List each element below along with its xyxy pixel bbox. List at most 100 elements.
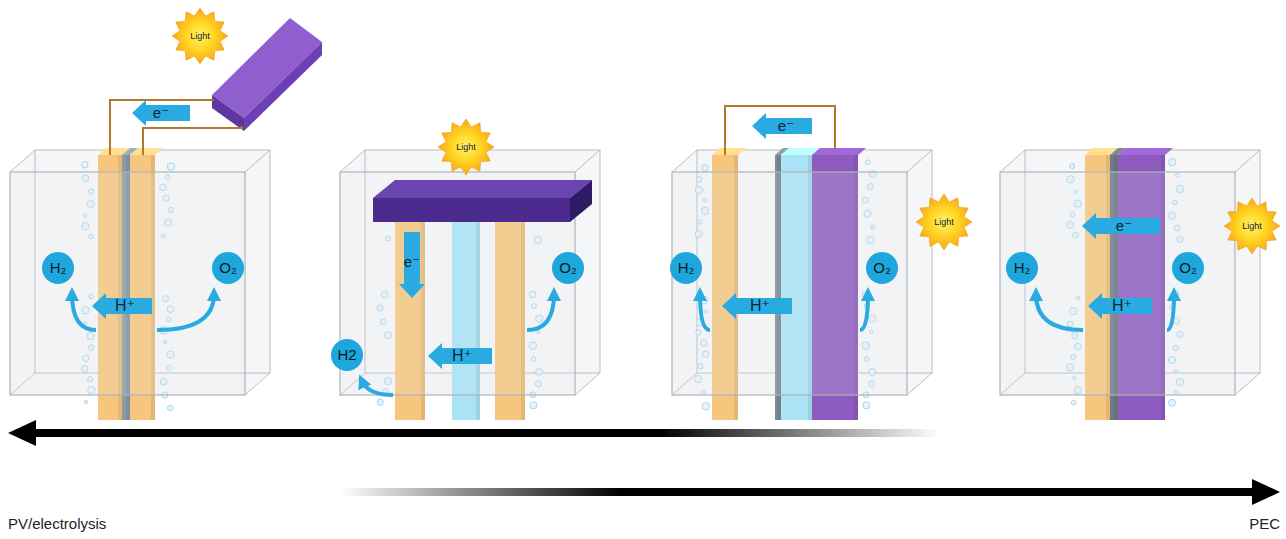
gas-label: H₂ [678,259,695,276]
light-star: Light [172,8,228,64]
tank-front-edge [672,172,907,395]
curved-arrow [860,294,868,330]
tank-back [340,150,600,395]
light-label: Light [190,31,210,41]
electrode-top [712,148,746,155]
gas-label: O₂ [1179,259,1197,276]
proton-label: H⁺ [115,297,135,315]
gas-label: O₂ [873,259,891,276]
tank-front-edge [10,172,245,395]
wire [143,126,242,155]
tank-edge [340,150,365,172]
gas-circle: H₂ [1006,252,1038,284]
flow-arrow [752,113,812,139]
tank-edge [907,373,932,395]
gas-bubble [168,405,174,411]
light-star: Light [916,194,972,250]
curved-arrow [700,294,710,330]
star-outline [172,8,228,64]
gas-label: O₂ [559,259,577,276]
gas-bubble [863,402,870,409]
cell-panel [340,150,600,420]
light-label: Light [456,142,476,152]
electron-label: e⁻ [778,117,794,134]
gas-circle: H₂ [670,252,702,284]
light-label: Light [934,217,954,227]
flow-arrow [399,232,425,298]
star-outline [1224,198,1280,254]
tank-back [10,150,270,395]
proton-label: H⁺ [1112,297,1132,315]
star-outline [916,194,972,250]
gas-circle: O₂ [1172,252,1204,284]
absorber-top [373,180,592,198]
curved-arrow [362,381,393,395]
curved-arrow [1167,294,1174,330]
tank-back [1000,150,1260,395]
proton-label: H⁺ [452,347,472,365]
gas-bubble [167,163,174,170]
gas-circle: H₂ [42,252,74,284]
tank-edge [245,373,270,395]
gas-circle: O₂ [212,252,244,284]
axis-end-label: PV/electrolysis [8,515,106,532]
curved-arrow [527,294,554,330]
flow-arrow [428,343,492,369]
gas-bubble [1169,159,1176,166]
gas-bubble [702,402,710,410]
tank-edge [1000,150,1025,172]
absorber-front [373,198,570,222]
flow-arrow [132,100,190,126]
tank-edge [672,150,697,172]
tank-edge [1235,373,1260,395]
gas-bubble [377,399,383,405]
gas-bubble [1168,399,1175,406]
trend-arrowhead [1252,479,1280,505]
gas-bubble [81,161,88,168]
flow-arrow [1088,293,1152,319]
light-star: Light [1224,198,1280,254]
tank-edge [10,150,35,172]
wire [725,106,835,155]
trend-arrow-shaft [340,488,1256,496]
light-star: Light [438,119,494,175]
cell-panel [1000,148,1260,420]
pv-module-side [244,42,322,131]
electron-label: e⁻ [153,104,169,121]
flow-arrow [1082,213,1160,239]
gas-bubble [702,165,709,172]
gas-circle: H2 [331,339,363,371]
trend-arrowhead [8,420,36,446]
cell-panel [672,148,932,420]
tank-edge [907,150,932,172]
gas-bubble [865,160,870,165]
curved-arrow [1036,294,1083,330]
gas-bubble [1071,400,1076,405]
absorber-side [570,180,592,222]
proton-label: H⁺ [750,297,770,315]
gas-label: H2 [337,346,356,363]
electron-label: e⁻ [1116,217,1132,234]
flow-arrow [92,293,152,319]
gas-bubble [84,400,88,404]
gas-label: H₂ [50,259,67,276]
trend-arrow-shaft [30,429,940,437]
electrode-top [1118,148,1173,155]
electrode-top [812,148,866,155]
curved-arrow [72,294,96,330]
tank-edge [1235,150,1260,172]
tank-edge [575,150,600,172]
light-label: Light [1242,221,1262,231]
pv-module-side [212,95,244,131]
gas-label: H₂ [1014,259,1031,276]
gas-circle: O₂ [866,252,898,284]
tank-front-edge [1000,172,1235,395]
flow-arrow [722,293,792,319]
gas-bubble [530,402,537,409]
curved-arrow [157,294,214,330]
gas-bubble [1070,164,1075,169]
cell-panel [10,148,270,420]
electron-label: e⁻ [404,253,420,270]
